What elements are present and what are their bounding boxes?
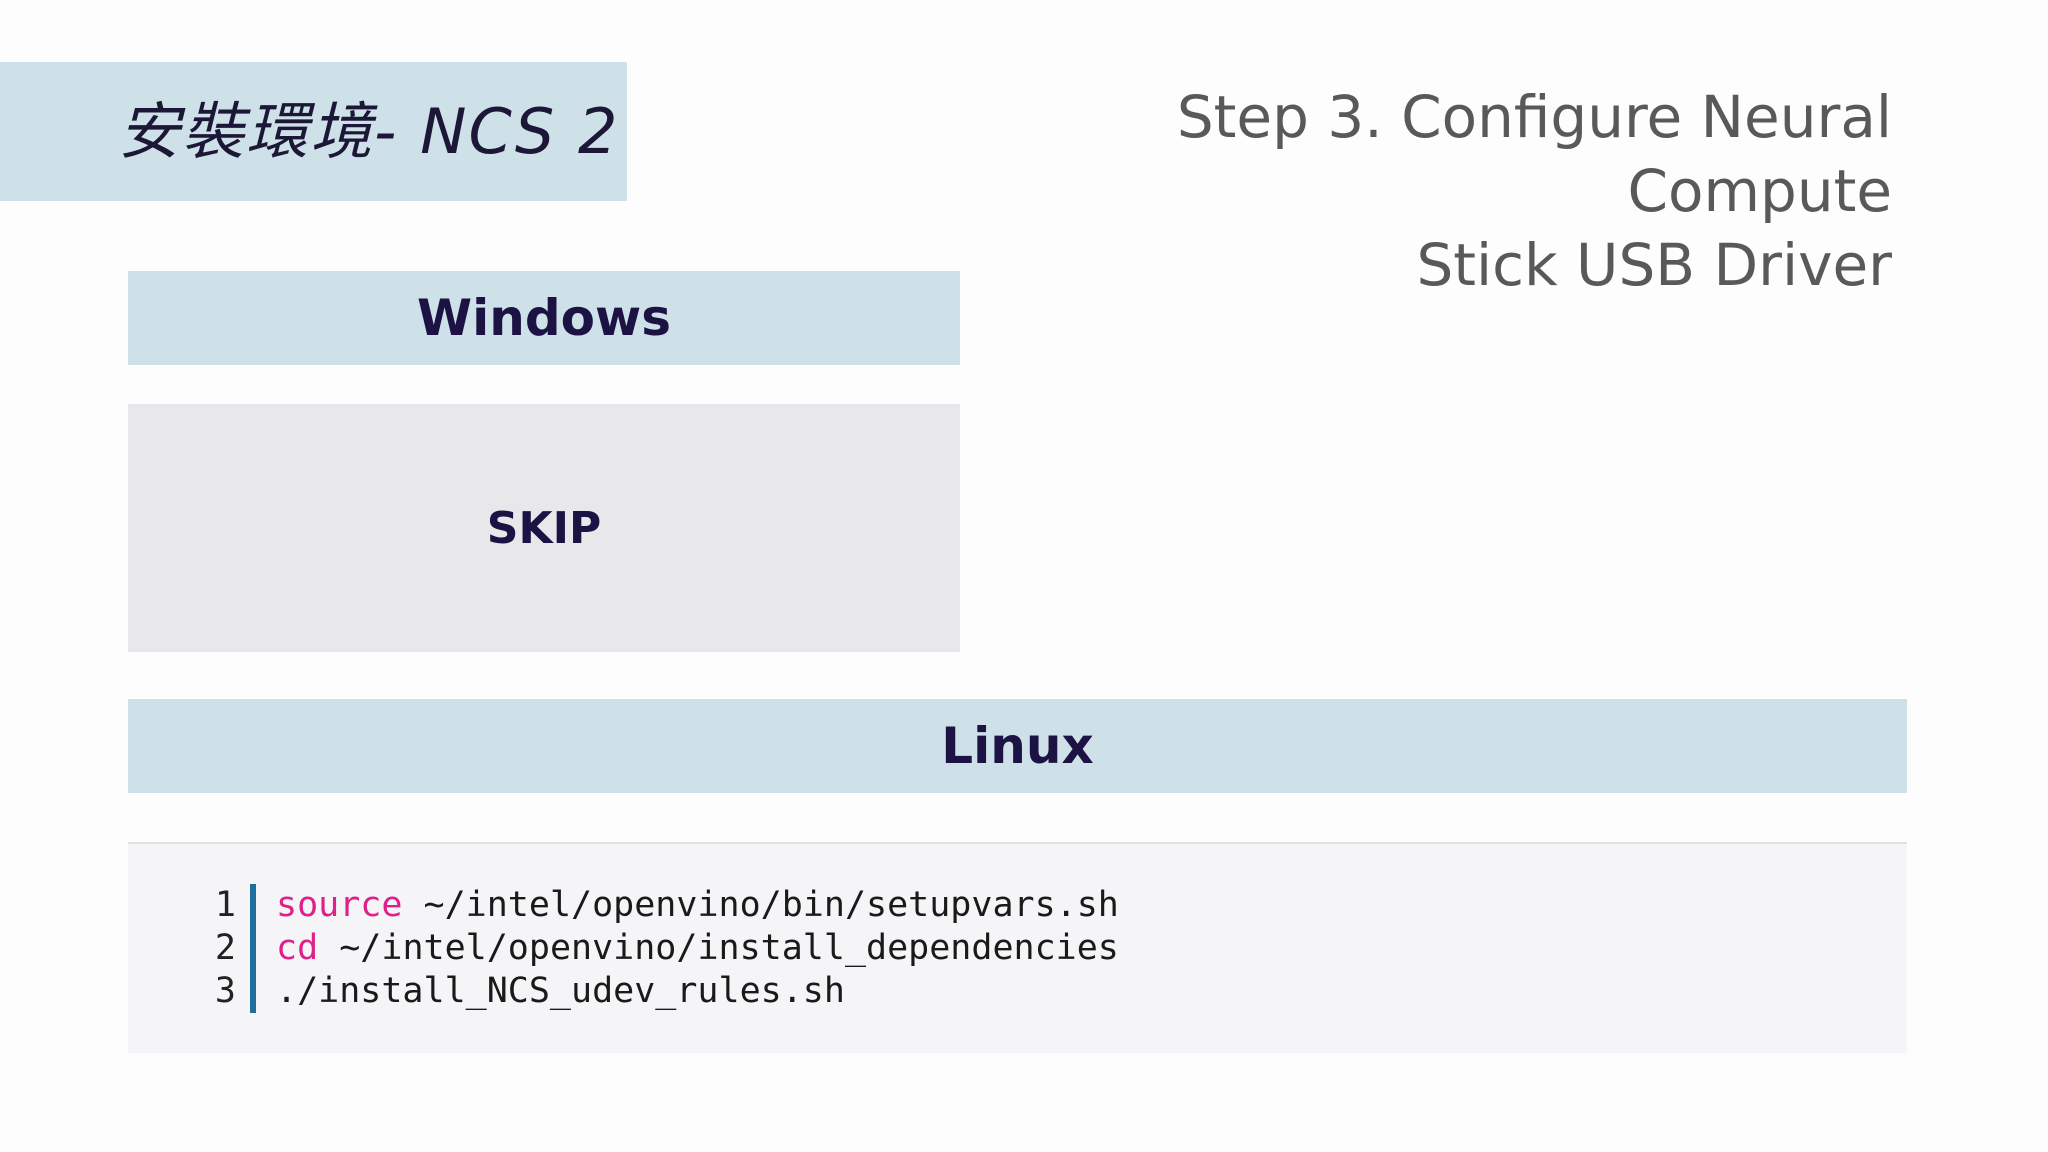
code-text: source ~/intel/openvino/bin/setupvars.sh	[256, 884, 1119, 927]
step-title-line-3: Stick USB Driver	[1416, 231, 1892, 299]
code-rest: ~/intel/openvino/install_dependencies	[318, 928, 1119, 968]
code-keyword: source	[276, 885, 403, 925]
linux-header: Linux	[128, 699, 1907, 793]
slide-title: 安裝環境- NCS 2	[118, 95, 620, 168]
code-text: cd ~/intel/openvino/install_dependencies	[256, 927, 1119, 970]
code-lines: 1 source ~/intel/openvino/bin/setupvars.…	[188, 884, 1119, 1013]
code-line: 3 ./install_NCS_udev_rules.sh	[188, 970, 1119, 1013]
code-line: 2 cd ~/intel/openvino/install_dependenci…	[188, 927, 1119, 970]
windows-skip-box: SKIP	[128, 404, 960, 652]
title-band	[0, 62, 627, 201]
line-number: 2	[188, 927, 256, 970]
code-line: 1 source ~/intel/openvino/bin/setupvars.…	[188, 884, 1119, 927]
windows-header: Windows	[128, 271, 960, 365]
code-rest: ~/intel/openvino/bin/setupvars.sh	[402, 885, 1119, 925]
step-title-line-2: Compute	[1627, 157, 1892, 225]
step-title-line-1: Step 3. Configure Neural	[1176, 83, 1892, 151]
code-text: ./install_NCS_udev_rules.sh	[256, 970, 845, 1013]
line-number: 3	[188, 970, 256, 1013]
code-keyword: cd	[276, 928, 319, 968]
code-rest: ./install_NCS_udev_rules.sh	[276, 971, 845, 1011]
step-title: Step 3. Configure Neural Compute Stick U…	[1132, 80, 1892, 302]
line-number: 1	[188, 884, 256, 927]
linux-code-block: 1 source ~/intel/openvino/bin/setupvars.…	[128, 842, 1907, 1053]
